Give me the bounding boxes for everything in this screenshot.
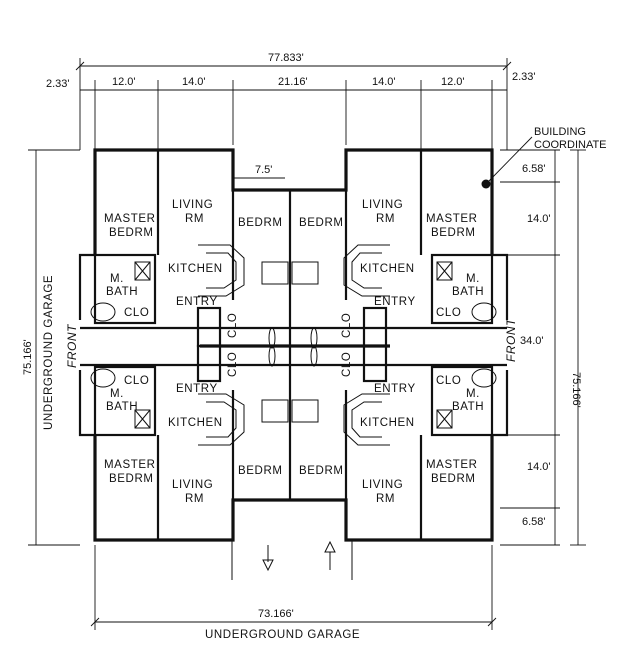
room-living-line2: RM [376, 213, 395, 225]
room-clo: CLO [124, 307, 149, 319]
room-entry: ENTRY [374, 383, 416, 395]
room-master-line2: BEDRM [431, 473, 476, 485]
room-clo-vertical: CLO [227, 352, 239, 377]
room-living-line1: LIVING [172, 479, 213, 491]
room-bedrm: BEDRM [238, 217, 283, 229]
right-upper-label: 14.0' [527, 213, 551, 225]
seg-4-label: 14.0' [372, 76, 396, 88]
core-closets [196, 261, 388, 423]
room-entry: ENTRY [176, 296, 218, 308]
room-master-line2: BEDRM [431, 227, 476, 239]
unit-bottom-right: CLO ENTRY M. BATH KITCHEN MASTER BEDRM L… [299, 352, 484, 505]
seg-5-label: 12.0' [441, 76, 465, 88]
room-bedrm: BEDRM [299, 217, 344, 229]
front-right-label: FRONT [504, 317, 518, 362]
overall-height-left-label: 75.166' [22, 339, 34, 375]
room-kitchen: KITCHEN [168, 417, 223, 429]
room-bath-line1: M. [466, 388, 480, 400]
arrow-up-icon [324, 540, 336, 553]
room-kitchen: KITCHEN [360, 263, 415, 275]
room-bath-line1: M. [466, 273, 480, 285]
bathrooms [90, 253, 497, 437]
room-clo: CLO [124, 375, 149, 387]
building-coordinate: BUILDING COORDINATE [481, 126, 607, 189]
room-entry: ENTRY [374, 296, 416, 308]
right-dimensions: 6.58' 14.0' 34.0' 14.0' 6.58' 75.166' [500, 149, 586, 546]
right-offset-label: 2.33' [512, 71, 536, 83]
right-bottom-label: 6.58' [522, 516, 546, 528]
right-middle-label: 34.0' [520, 335, 544, 347]
bottom-dimensions: 73.166' UNDERGROUND GARAGE [90, 545, 497, 641]
room-living-line1: LIVING [362, 479, 403, 491]
room-master-line1: MASTER [426, 213, 478, 225]
room-bedrm: BEDRM [238, 465, 283, 477]
building-coordinate-line1: BUILDING [534, 126, 586, 138]
left-dimensions: 75.166' UNDERGROUND GARAGE [22, 149, 80, 546]
bottom-width-label: 73.166' [258, 608, 294, 620]
room-master-line2: BEDRM [109, 227, 154, 239]
room-living-line2: RM [185, 213, 204, 225]
room-living-line1: LIVING [172, 199, 213, 211]
room-clo: CLO [436, 375, 461, 387]
room-kitchen: KITCHEN [168, 263, 223, 275]
room-master-line1: MASTER [104, 459, 156, 471]
front-left-label: FRONT [65, 323, 79, 368]
overall-width-label: 77.833' [268, 52, 304, 64]
room-living-line1: LIVING [362, 199, 403, 211]
unit-top-left: MASTER BEDRM LIVING RM BEDRM KITCHEN ENT… [104, 199, 283, 338]
unit-top-right: MASTER BEDRM LIVING RM BEDRM KITCHEN ENT… [299, 199, 484, 338]
room-bath-line1: M. [110, 273, 124, 285]
room-master-line1: MASTER [426, 459, 478, 471]
underground-garage-left-label: UNDERGROUND GARAGE [43, 275, 55, 430]
room-bath-line2: BATH [452, 286, 484, 298]
seg-3-label: 21.16' [278, 76, 308, 88]
bathtub-icon [90, 302, 116, 322]
overall-height-right-label: 75.166' [570, 372, 582, 408]
bathtub-icon [90, 368, 116, 388]
room-bedrm: BEDRM [299, 465, 344, 477]
room-bath-line2: BATH [106, 401, 138, 413]
room-kitchen: KITCHEN [360, 417, 415, 429]
room-bath-line2: BATH [106, 286, 138, 298]
room-master-line1: MASTER [104, 213, 156, 225]
room-entry: ENTRY [176, 383, 218, 395]
bathtub-icon [471, 368, 497, 388]
seg-1-label: 12.0' [112, 76, 136, 88]
room-clo-vertical: CLO [341, 352, 353, 377]
top-dimensions: 77.833' 2.33' 12.0' 14.0' 21.16' 14.0' 1… [46, 52, 536, 150]
coordinate-marker [481, 179, 491, 189]
bathtub-icon [471, 302, 497, 322]
room-bath-line2: BATH [452, 401, 484, 413]
room-living-line2: RM [185, 493, 204, 505]
room-living-line2: RM [376, 493, 395, 505]
right-lower-label: 14.0' [527, 461, 551, 473]
room-clo-vertical: CLO [227, 313, 239, 338]
room-master-line2: BEDRM [109, 473, 154, 485]
room-clo: CLO [436, 307, 461, 319]
arrow-down-icon [262, 559, 274, 572]
garage-ramp [231, 540, 353, 580]
room-bath-line1: M. [110, 388, 124, 400]
left-offset-label: 2.33' [46, 78, 70, 90]
kitchen-counters [198, 244, 390, 446]
underground-garage-bottom-label: UNDERGROUND GARAGE [205, 629, 360, 641]
room-clo-vertical: CLO [341, 313, 353, 338]
right-top-label: 6.58' [522, 163, 546, 175]
seg-2-label: 14.0' [182, 76, 206, 88]
unit-bottom-left: CLO ENTRY M. BATH KITCHEN MASTER BEDRM L… [104, 352, 283, 505]
building-coordinate-line2: COORDINATE [534, 139, 607, 151]
notch-label: 7.5' [255, 164, 272, 176]
